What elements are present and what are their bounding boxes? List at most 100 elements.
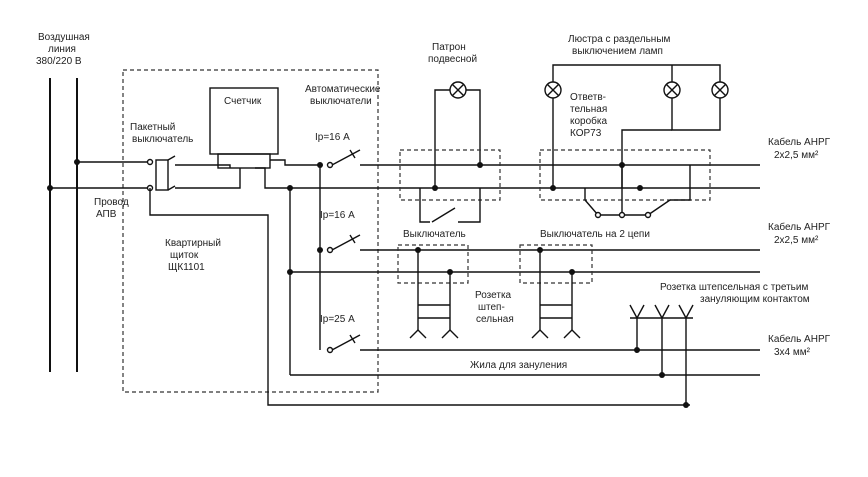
meter-label: Счетчик — [224, 96, 262, 107]
apartment-panel-boundary — [122, 69, 379, 393]
switch-contact — [146, 158, 154, 166]
package-switch-label: выключатель — [132, 134, 193, 145]
junction-dot — [447, 269, 453, 275]
breaker-1-rating: Iр=16 А — [315, 132, 350, 143]
junction-dot — [659, 372, 665, 378]
cable-2-label: Кабель АНРГ — [768, 221, 831, 233]
switch-1-wire — [419, 188, 430, 223]
breaker-1-mark — [349, 149, 356, 159]
package-switch-label: Пакетный — [130, 122, 175, 133]
package-switch-lever — [167, 155, 176, 161]
junction-box-2 — [539, 149, 711, 201]
junction-dot — [637, 185, 643, 191]
package-switch-body — [155, 159, 169, 191]
double-switch-blade-1 — [584, 199, 599, 216]
junction-dot — [569, 269, 575, 275]
auto-breakers-label: Автоматические — [305, 84, 381, 95]
junction-dot — [287, 185, 293, 191]
junction-dot — [634, 347, 640, 353]
neutral-bus — [255, 167, 760, 189]
double-switch-blade-2 — [647, 199, 671, 216]
junction-box-label: КОР73 — [570, 128, 602, 139]
apv-wire-label: АПВ — [96, 209, 117, 220]
junction-dot — [683, 402, 689, 408]
breaker-2-mark — [349, 234, 356, 244]
cable-1-label: Кабель АНРГ — [768, 136, 831, 148]
switch-2-label: Выключатель на 2 цепи — [540, 229, 650, 240]
socket-label: сельная — [476, 314, 514, 325]
switch-to-meter-1 — [175, 164, 231, 168]
socket-box-1 — [397, 244, 469, 284]
junction-dot — [317, 247, 323, 253]
panel-label: Квартирный — [165, 238, 221, 249]
junction-dot — [477, 162, 483, 168]
cable-2-label: 2х2,5 мм² — [774, 235, 819, 246]
breaker-1-contact — [326, 161, 334, 169]
socket-1 — [409, 250, 459, 339]
junction-dot — [74, 159, 80, 165]
lamp-cross — [451, 83, 465, 97]
cable-3-label: 3х4 мм² — [774, 347, 811, 358]
panel-label: щиток — [170, 250, 199, 261]
pendant-label: Патрон — [432, 42, 466, 53]
auto-breakers-label: выключатели — [310, 96, 372, 107]
overhead-line-label: Воздушная — [38, 32, 90, 43]
socket-label: штеп- — [478, 302, 505, 313]
grounded-socket-label: зануляющим контактом — [700, 294, 810, 305]
junction-dot — [550, 185, 556, 191]
overhead-line-label: линия — [48, 44, 76, 55]
switch-to-meter-2 — [175, 168, 241, 189]
double-switch-contact — [644, 211, 652, 219]
double-switch-contact — [618, 211, 626, 219]
junction-box-label: коробка — [570, 115, 607, 127]
double-switch-contact — [594, 211, 602, 219]
breaker-1-blade — [331, 149, 361, 166]
cable-1-label: 2х2,5 мм² — [774, 150, 819, 161]
junction-dot — [432, 185, 438, 191]
meter-terminal-block — [217, 153, 271, 169]
switch-1-label: Выключатель — [403, 229, 466, 240]
chandelier-lamp-3 — [711, 81, 729, 99]
switch-1-return — [458, 188, 481, 223]
panel-label: ЩК1101 — [168, 262, 205, 273]
socket-box-2 — [519, 244, 593, 284]
breaker-3-contact — [326, 346, 334, 354]
breaker-3-rating: Iр=25 А — [320, 314, 355, 325]
phase-bus-top — [270, 159, 320, 166]
junction-dot — [47, 185, 53, 191]
apv-wire-label: Провод — [94, 197, 129, 208]
breaker-3-mark — [349, 334, 356, 344]
chandelier-top-wire — [552, 64, 721, 90]
overhead-line-label: 380/220 В — [36, 56, 82, 67]
package-switch-lever-2 — [167, 185, 176, 191]
socket-label: Розетка — [475, 290, 512, 301]
socket-2 — [531, 250, 581, 339]
pendant-lamp-wire — [434, 89, 481, 188]
junction-box-label: тельная — [570, 104, 607, 115]
junction-box-1 — [399, 149, 501, 201]
chandelier-center-wire — [621, 129, 672, 188]
breaker-2-rating: Iр=16 А — [320, 210, 355, 221]
switch-1-blade — [431, 207, 456, 223]
pendant-label: подвесной — [428, 54, 477, 65]
chandelier-lamp-1 — [544, 81, 562, 99]
double-switch-out-2 — [670, 165, 691, 201]
ground-wire-label: Жила для зануления — [470, 360, 567, 371]
junction-box-label: Ответв- — [570, 92, 606, 103]
chandelier-lamp-2 — [663, 81, 681, 99]
grounded-socket-label: Розетка штепсельная с третьим — [660, 282, 808, 293]
breaker-2-blade — [331, 234, 361, 251]
apv-wire — [149, 188, 690, 406]
breaker-2-contact — [326, 246, 334, 254]
chandelier-label: выключением ламп — [572, 46, 663, 57]
junction-dot — [317, 162, 323, 168]
chandelier-label: Люстра с раздельным — [568, 34, 671, 45]
cable-3-label: Кабель АНРГ — [768, 333, 831, 345]
junction-dot — [415, 247, 421, 253]
grounded-socket — [629, 304, 694, 405]
chandelier-right-pair — [671, 98, 721, 131]
junction-dot — [537, 247, 543, 253]
breaker-3-blade — [331, 334, 361, 351]
